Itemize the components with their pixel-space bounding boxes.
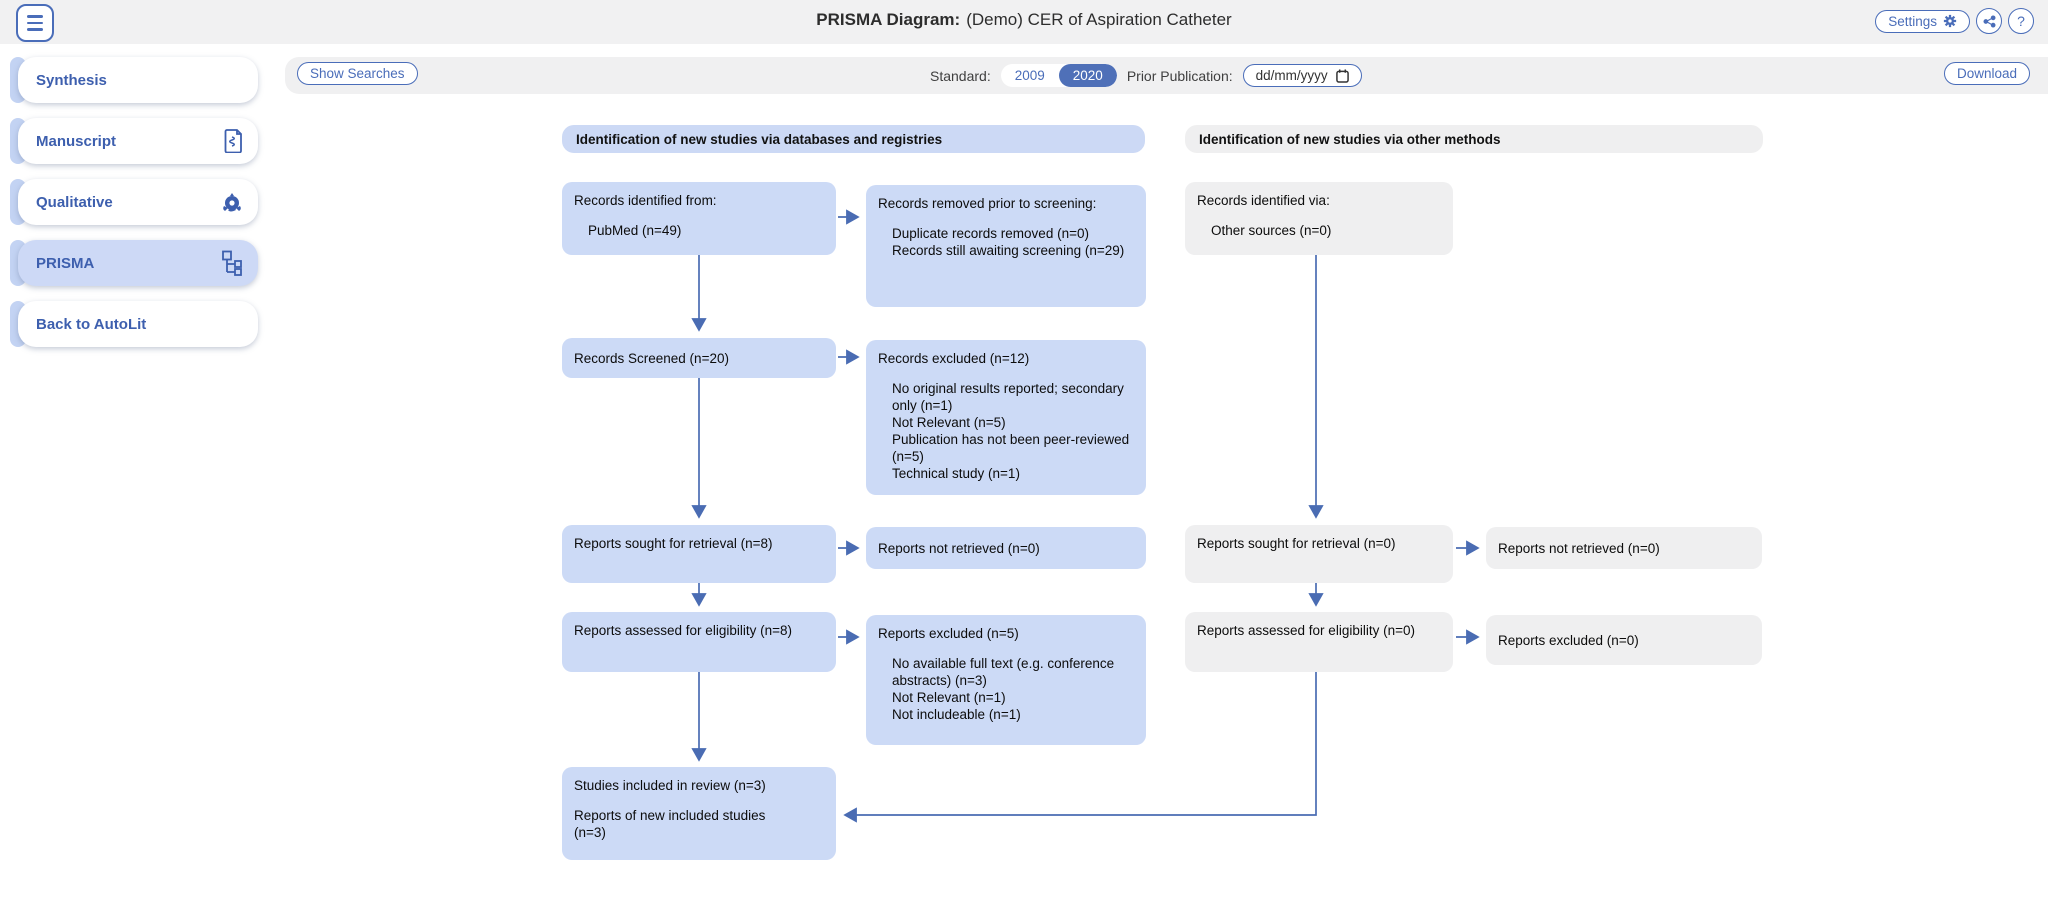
download-button[interactable]: Download bbox=[1943, 62, 2030, 85]
question-icon: ? bbox=[2017, 13, 2025, 29]
sidebar-item-back-to-autolit: Back to AutoLit bbox=[10, 301, 266, 347]
box-title: Records excluded (n=12) bbox=[878, 351, 1030, 366]
box-reports-excluded: Reports excluded (n=5) No available full… bbox=[866, 615, 1146, 745]
manuscript-icon bbox=[224, 129, 242, 153]
box-records-screened: Records Screened (n=20) bbox=[562, 338, 836, 378]
gear-icon bbox=[1943, 14, 1957, 28]
box-title: Records removed prior to screening: bbox=[878, 196, 1097, 211]
diagram-toolbar: Show Searches Standard: 2009 2020 Prior … bbox=[285, 57, 2048, 94]
box-studies-included: Studies included in review (n=3) Reports… bbox=[562, 767, 836, 860]
sidebar-item-label: Qualitative bbox=[36, 193, 113, 211]
box-item: Not includeable (n=1) bbox=[892, 707, 1021, 722]
box-reports-assessed: Reports assessed for eligibility (n=8) bbox=[562, 612, 836, 672]
sidebar-item-synthesis: Synthesis bbox=[10, 57, 266, 103]
sidebar-item-qualitative: Qualitative bbox=[10, 179, 266, 225]
box-item: Not Relevant (n=5) bbox=[892, 415, 1006, 430]
sidebar-item-label: PRISMA bbox=[36, 254, 95, 272]
show-searches-label: Show Searches bbox=[310, 66, 405, 81]
menu-icon bbox=[27, 15, 43, 18]
sidebar-item-back-to-autolit-button[interactable]: Back to AutoLit bbox=[18, 301, 258, 347]
box-reports-sought: Reports sought for retrieval (n=8) bbox=[562, 525, 836, 583]
sidebar-item-manuscript-button[interactable]: Manuscript bbox=[18, 118, 258, 164]
share-button[interactable] bbox=[1976, 8, 2002, 34]
page-title-bold: PRISMA Diagram: bbox=[816, 10, 961, 29]
standard-label: Standard: bbox=[930, 67, 991, 84]
settings-button[interactable]: Settings bbox=[1875, 9, 1970, 33]
show-searches-button[interactable]: Show Searches bbox=[297, 62, 418, 85]
box-title: Reports assessed for eligibility (n=8) bbox=[574, 623, 792, 638]
column-header-other-methods: Identification of new studies via other … bbox=[1185, 125, 1763, 153]
sidebar-item-synthesis-button[interactable]: Synthesis bbox=[18, 57, 258, 103]
box-title: Reports not retrieved (n=0) bbox=[878, 540, 1040, 556]
box-title: Studies included in review (n=3) bbox=[574, 778, 766, 793]
sidebar-item-label: Manuscript bbox=[36, 132, 117, 150]
box-title: Records identified via: bbox=[1197, 193, 1330, 208]
standard-option-2020[interactable]: 2020 bbox=[1058, 64, 1117, 87]
box-title: Reports excluded (n=0) bbox=[1498, 632, 1639, 648]
box-item: Technical study (n=1) bbox=[892, 466, 1020, 481]
box-item: Records still awaiting screening (n=29) bbox=[892, 243, 1125, 258]
standard-option-2009[interactable]: 2009 bbox=[1014, 68, 1045, 83]
calendar-icon bbox=[1335, 69, 1349, 83]
box-records-excluded: Records excluded (n=12) No original resu… bbox=[866, 340, 1146, 495]
box-item: Reports of new included studies (n=3) bbox=[574, 808, 766, 840]
box-title: Reports excluded (n=5) bbox=[878, 626, 1019, 641]
box-title: Reports not retrieved (n=0) bbox=[1498, 540, 1660, 556]
box-item: Duplicate records removed (n=0) bbox=[892, 226, 1089, 241]
sidebar-item-manuscript: Manuscript bbox=[10, 118, 266, 164]
box-item: No available full text (e.g. conference … bbox=[892, 656, 1115, 688]
share-icon bbox=[1982, 14, 1996, 28]
prisma-flow-icon bbox=[222, 250, 242, 276]
date-placeholder: dd/mm/yyyy bbox=[1255, 68, 1328, 83]
box-reports-assessed-other: Reports assessed for eligibility (n=0) bbox=[1185, 612, 1453, 672]
box-title: Reports sought for retrieval (n=0) bbox=[1197, 536, 1396, 551]
box-title: Reports assessed for eligibility (n=0) bbox=[1197, 623, 1415, 638]
menu-button[interactable] bbox=[16, 4, 54, 42]
box-records-removed: Records removed prior to screening: Dupl… bbox=[866, 185, 1146, 307]
box-records-identified: Records identified from: PubMed (n=49) bbox=[562, 182, 836, 255]
box-item: PubMed (n=49) bbox=[588, 223, 682, 238]
prior-publication-label: Prior Publication: bbox=[1126, 67, 1233, 84]
box-title: Records Screened (n=20) bbox=[574, 350, 729, 366]
box-records-identified-other: Records identified via: Other sources (n… bbox=[1185, 182, 1453, 255]
box-reports-not-retrieved: Reports not retrieved (n=0) bbox=[866, 527, 1146, 569]
column-header-databases: Identification of new studies via databa… bbox=[562, 125, 1145, 153]
box-item: Publication has not been peer-reviewed (… bbox=[892, 432, 1130, 464]
box-reports-sought-other: Reports sought for retrieval (n=0) bbox=[1185, 525, 1453, 583]
sidebar-item-prisma: PRISMA bbox=[10, 240, 266, 286]
sidebar-item-label: Synthesis bbox=[36, 71, 107, 89]
box-reports-not-retrieved-other: Reports not retrieved (n=0) bbox=[1486, 527, 1762, 569]
standard-toggle: 2009 2020 bbox=[1000, 64, 1117, 87]
page-title: PRISMA Diagram: (Demo) CER of Aspiration… bbox=[0, 0, 2048, 40]
top-header: PRISMA Diagram: (Demo) CER of Aspiration… bbox=[0, 0, 2048, 44]
box-title: Reports sought for retrieval (n=8) bbox=[574, 536, 773, 551]
settings-label: Settings bbox=[1888, 13, 1937, 29]
prior-publication-date-input[interactable]: dd/mm/yyyy bbox=[1242, 64, 1362, 87]
download-label: Download bbox=[1956, 66, 2017, 81]
qualitative-icon bbox=[223, 193, 241, 212]
box-item: Not Relevant (n=1) bbox=[892, 690, 1006, 705]
page-title-rest: (Demo) CER of Aspiration Catheter bbox=[966, 10, 1232, 29]
sidebar-item-prisma-button[interactable]: PRISMA bbox=[18, 240, 258, 286]
box-title: Records identified from: bbox=[574, 193, 717, 208]
help-button[interactable]: ? bbox=[2008, 8, 2034, 34]
box-item: No original results reported; secondary … bbox=[892, 381, 1124, 413]
sidebar-item-label: Back to AutoLit bbox=[36, 315, 147, 333]
box-reports-excluded-other: Reports excluded (n=0) bbox=[1486, 615, 1762, 665]
box-item: Other sources (n=0) bbox=[1211, 223, 1332, 238]
sidebar-item-qualitative-button[interactable]: Qualitative bbox=[18, 179, 258, 225]
